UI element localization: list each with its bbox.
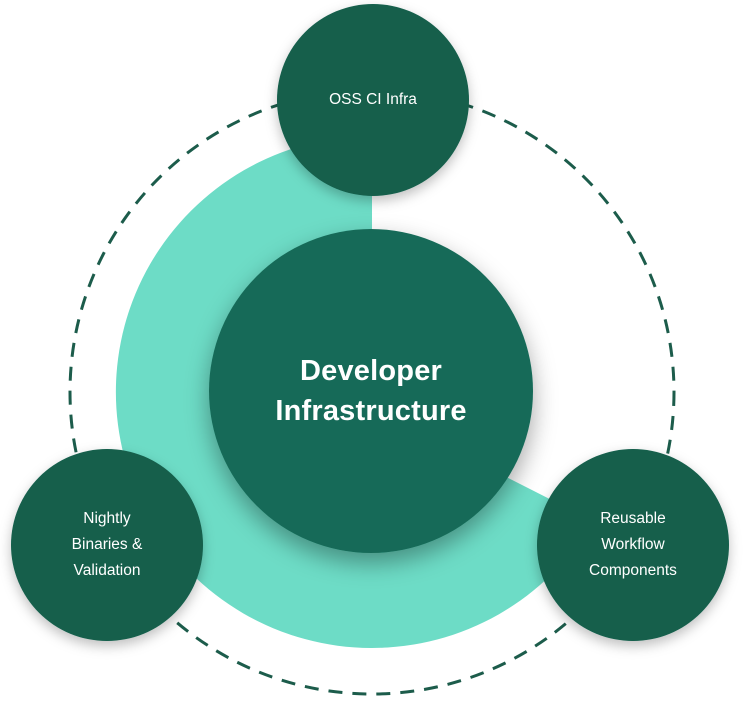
node-right-line2: Workflow: [601, 536, 665, 553]
node-left-line2: Binaries &: [71, 536, 143, 553]
node-top-line1: OSS CI Infra: [329, 91, 417, 108]
center-circle: [209, 229, 533, 553]
node-oss-ci-infra-circle: [277, 4, 469, 196]
node-nightly-binaries-circle: [11, 449, 203, 641]
node-right-line1: Reusable: [600, 510, 666, 527]
center-title: Developer Infrastructure: [210, 230, 532, 552]
node-left-line3: Validation: [73, 562, 141, 579]
node-left-line1: Nightly: [83, 510, 131, 527]
node-nightly-binaries-label: Nightly Binaries & Validation: [10, 448, 204, 642]
mint-ring-segment: [115, 135, 594, 648]
node-right-line3: Components: [589, 562, 677, 579]
node-reusable-workflow-label: Reusable Workflow Components: [536, 448, 730, 642]
node-reusable-workflow-circle: [537, 449, 729, 641]
center-title-line2: Infrastructure: [275, 395, 467, 427]
center-title-line1: Developer: [299, 355, 443, 387]
node-oss-ci-infra-label: OSS CI Infra: [276, 3, 470, 197]
